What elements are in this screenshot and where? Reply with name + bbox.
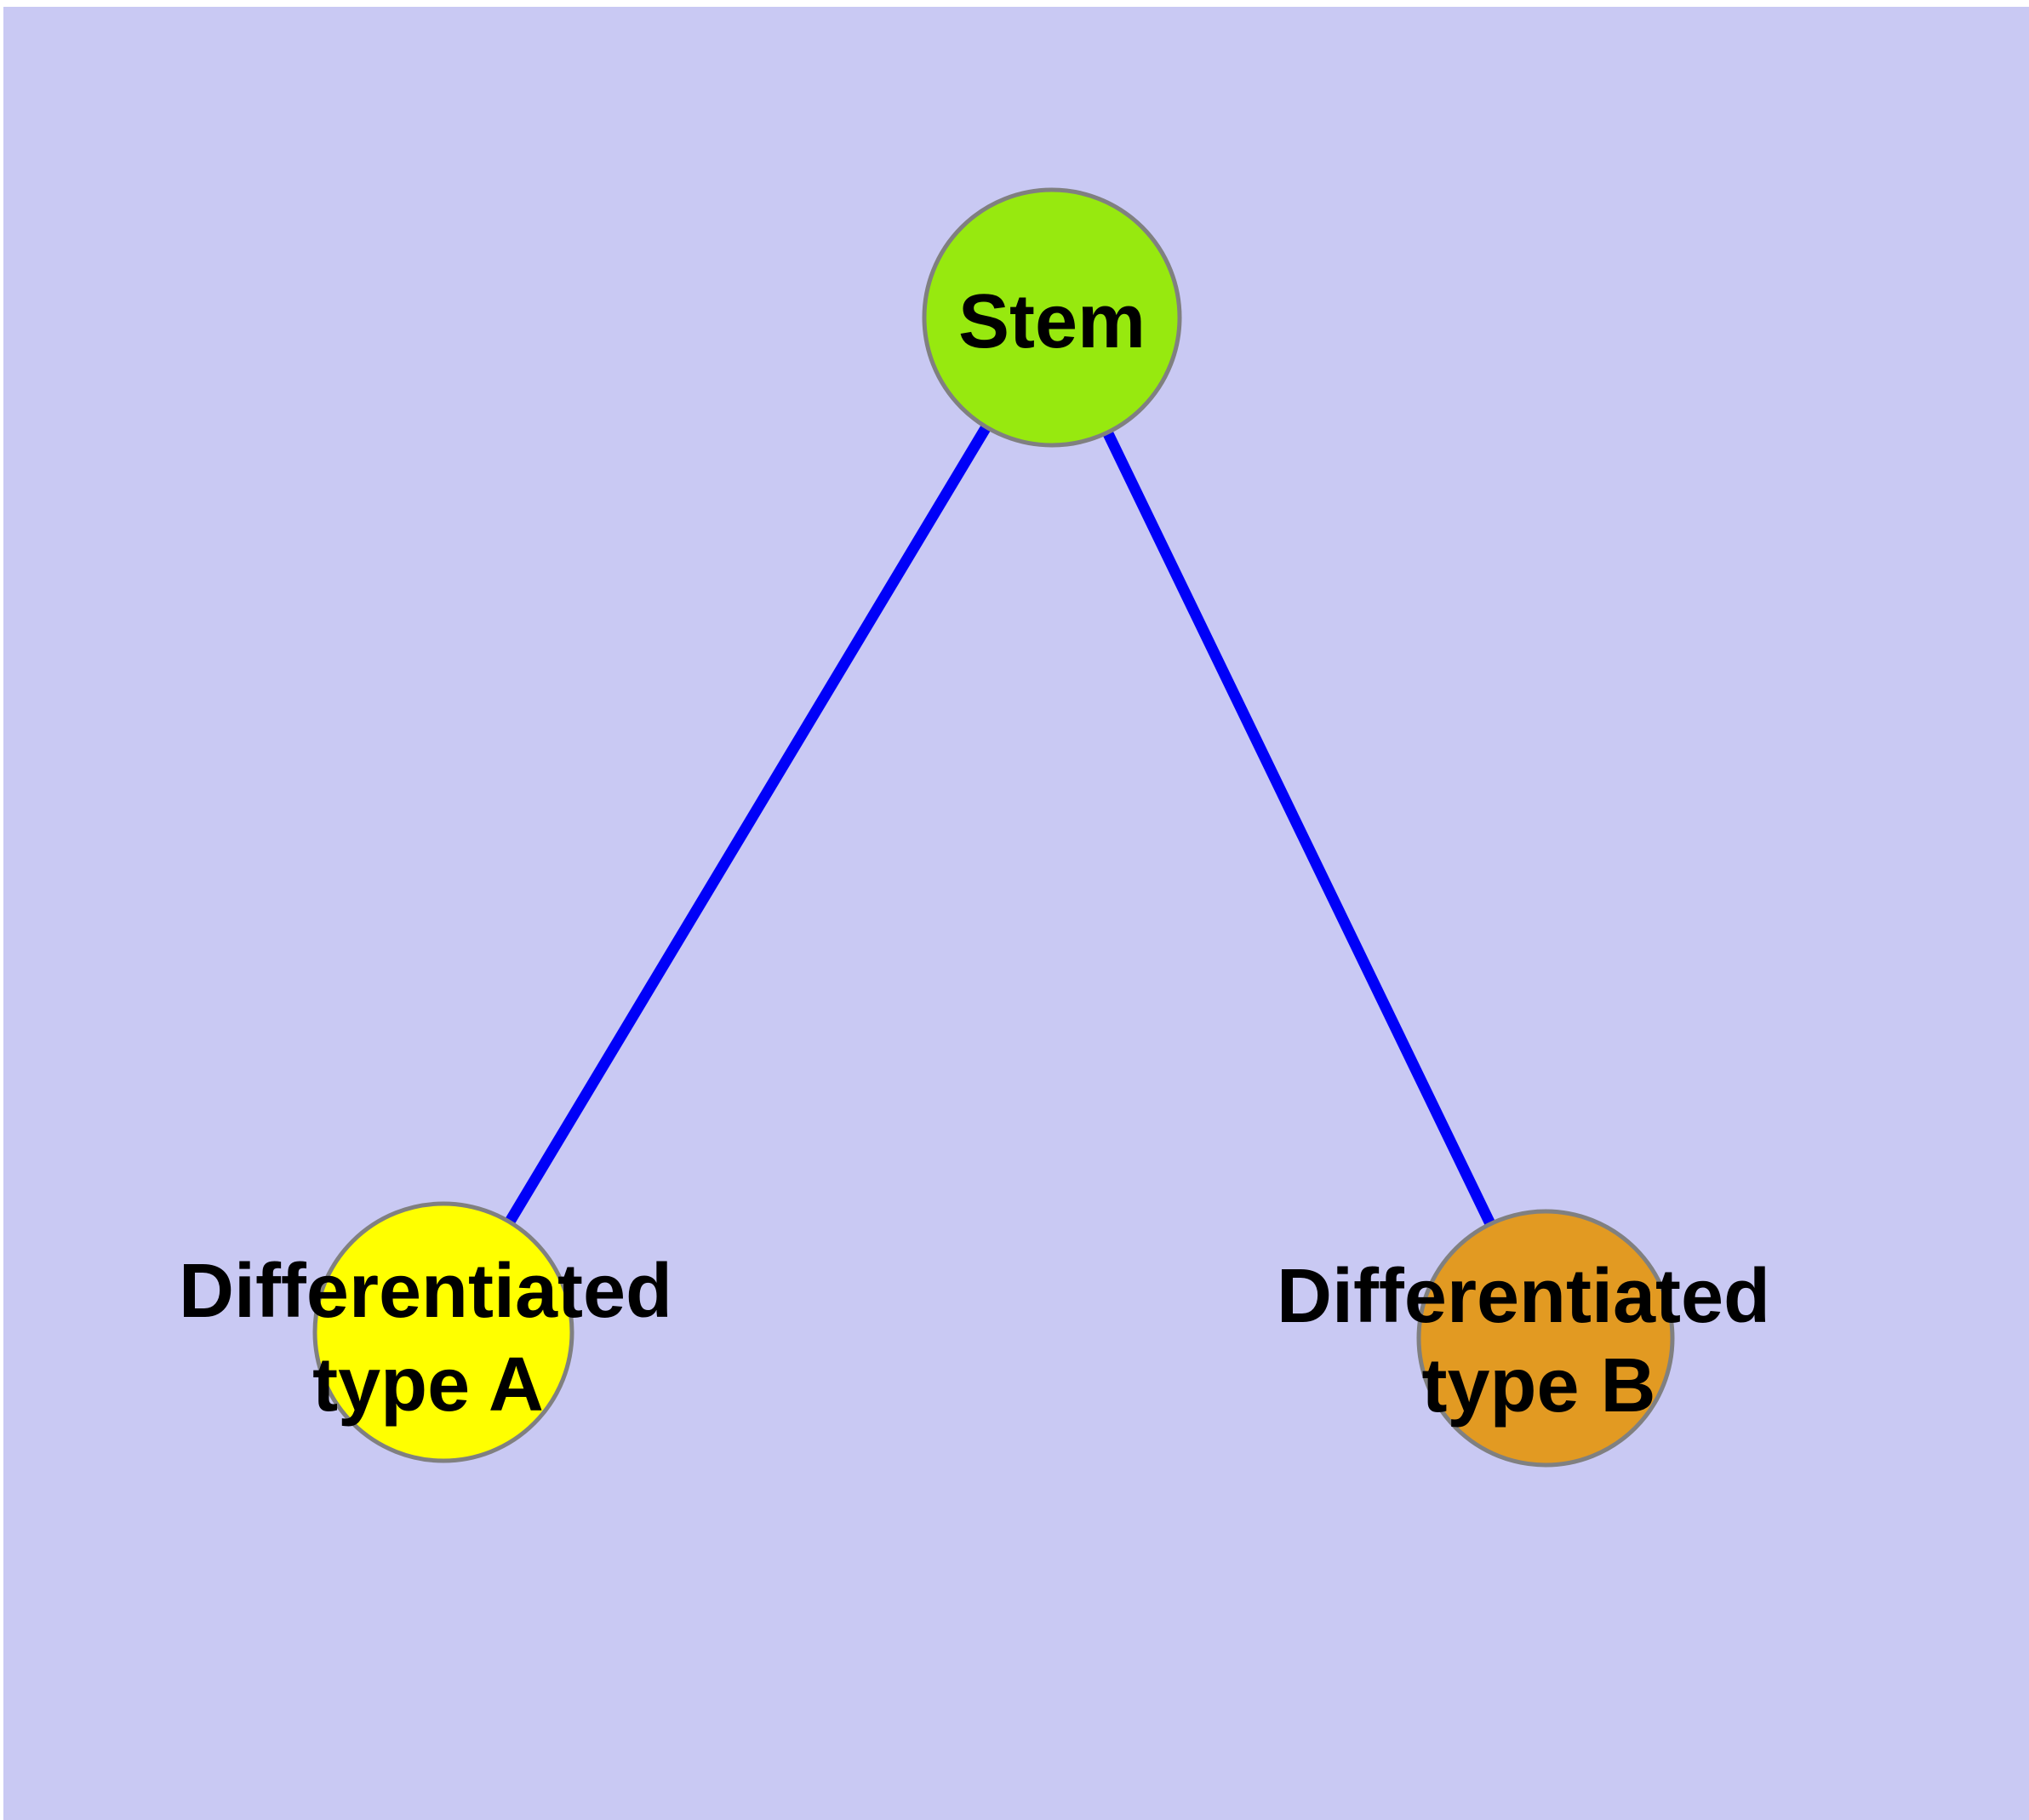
stem-node <box>922 187 1182 448</box>
differentiated-type-a-label-line1: Differentiated <box>179 1249 672 1334</box>
stem-node-label: Stem <box>958 279 1146 364</box>
differentiated-type-a-node <box>312 1201 574 1463</box>
differentiated-type-b-label-line2: type B <box>1421 1343 1655 1428</box>
edge-stem-to-type-b <box>1047 315 1551 1341</box>
differentiated-type-a-label-line2: type A <box>312 1342 544 1428</box>
edge-stem-to-type-a <box>438 314 1057 1336</box>
differentiated-type-b-node <box>1416 1209 1675 1468</box>
differentiated-type-b-label-line1: Differentiated <box>1277 1254 1770 1339</box>
